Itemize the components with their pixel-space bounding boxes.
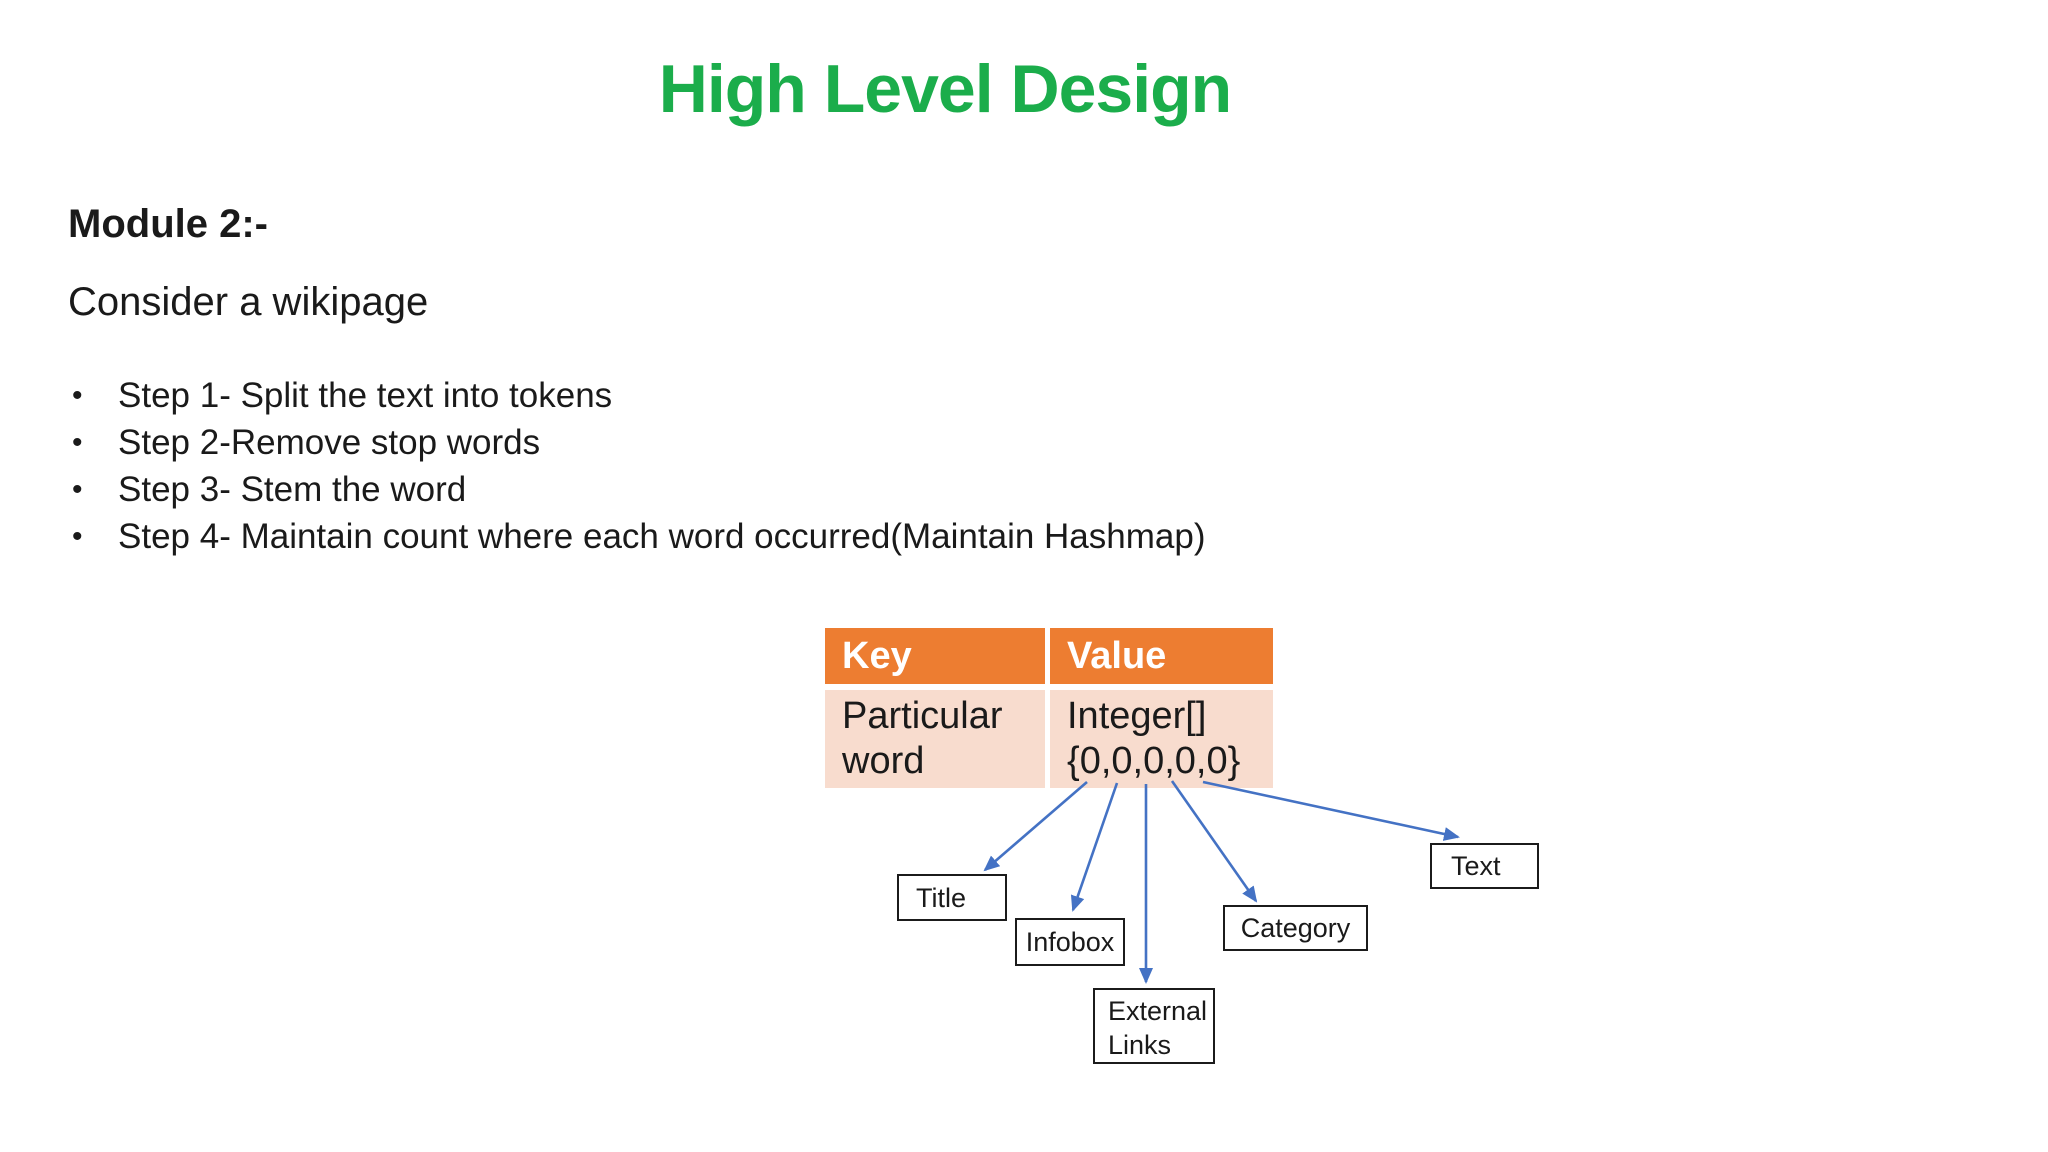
node-text: Text (1430, 843, 1539, 889)
step-text: Step 4- Maintain count where each word o… (118, 517, 1206, 556)
hashmap-table: Key Value Particular word Integer[] {0,0… (825, 628, 1273, 788)
bullet-icon: • (72, 379, 83, 412)
bullet-icon: • (72, 520, 83, 553)
node-label: Infobox (1025, 927, 1115, 957)
step-text: Step 2-Remove stop words (118, 423, 541, 462)
arrow-to-infobox (1070, 782, 1119, 912)
step-text: Step 3- Stem the word (118, 470, 467, 509)
step-text: Step 1- Split the text into tokens (118, 376, 613, 415)
table-cell-value: Integer[] {0,0,0,0,0} (1050, 690, 1273, 788)
intro-text: Consider a wikipage (68, 280, 429, 324)
bullet-icon: • (72, 473, 83, 506)
node-infobox: Infobox (1015, 918, 1125, 966)
table-header-key: Key (825, 628, 1045, 684)
node-label: External Links (1108, 996, 1208, 1060)
list-item: • Step 1- Split the text into tokens (70, 372, 1205, 419)
list-item: • Step 2-Remove stop words (70, 419, 1205, 466)
node-label: Text (1451, 851, 1501, 881)
node-label: Title (916, 882, 967, 913)
steps-list: • Step 1- Split the text into tokens • S… (70, 372, 1205, 560)
node-label: Category (1240, 913, 1351, 943)
table-header-value: Value (1050, 628, 1273, 684)
list-item: • Step 3- Stem the word (70, 466, 1205, 513)
bullet-icon: • (72, 426, 83, 459)
table-cell-key: Particular word (825, 690, 1045, 788)
node-title: Title (897, 874, 1007, 921)
arrow-to-text (1202, 780, 1460, 841)
node-category: Category (1223, 905, 1368, 951)
module-heading: Module 2:- (68, 202, 268, 246)
arrow-to-title (983, 781, 1088, 872)
node-external-links: External Links (1093, 988, 1215, 1064)
list-item: • Step 4- Maintain count where each word… (70, 513, 1205, 560)
page-title: High Level Design (658, 51, 1232, 127)
arrow-to-category (1170, 780, 1258, 903)
